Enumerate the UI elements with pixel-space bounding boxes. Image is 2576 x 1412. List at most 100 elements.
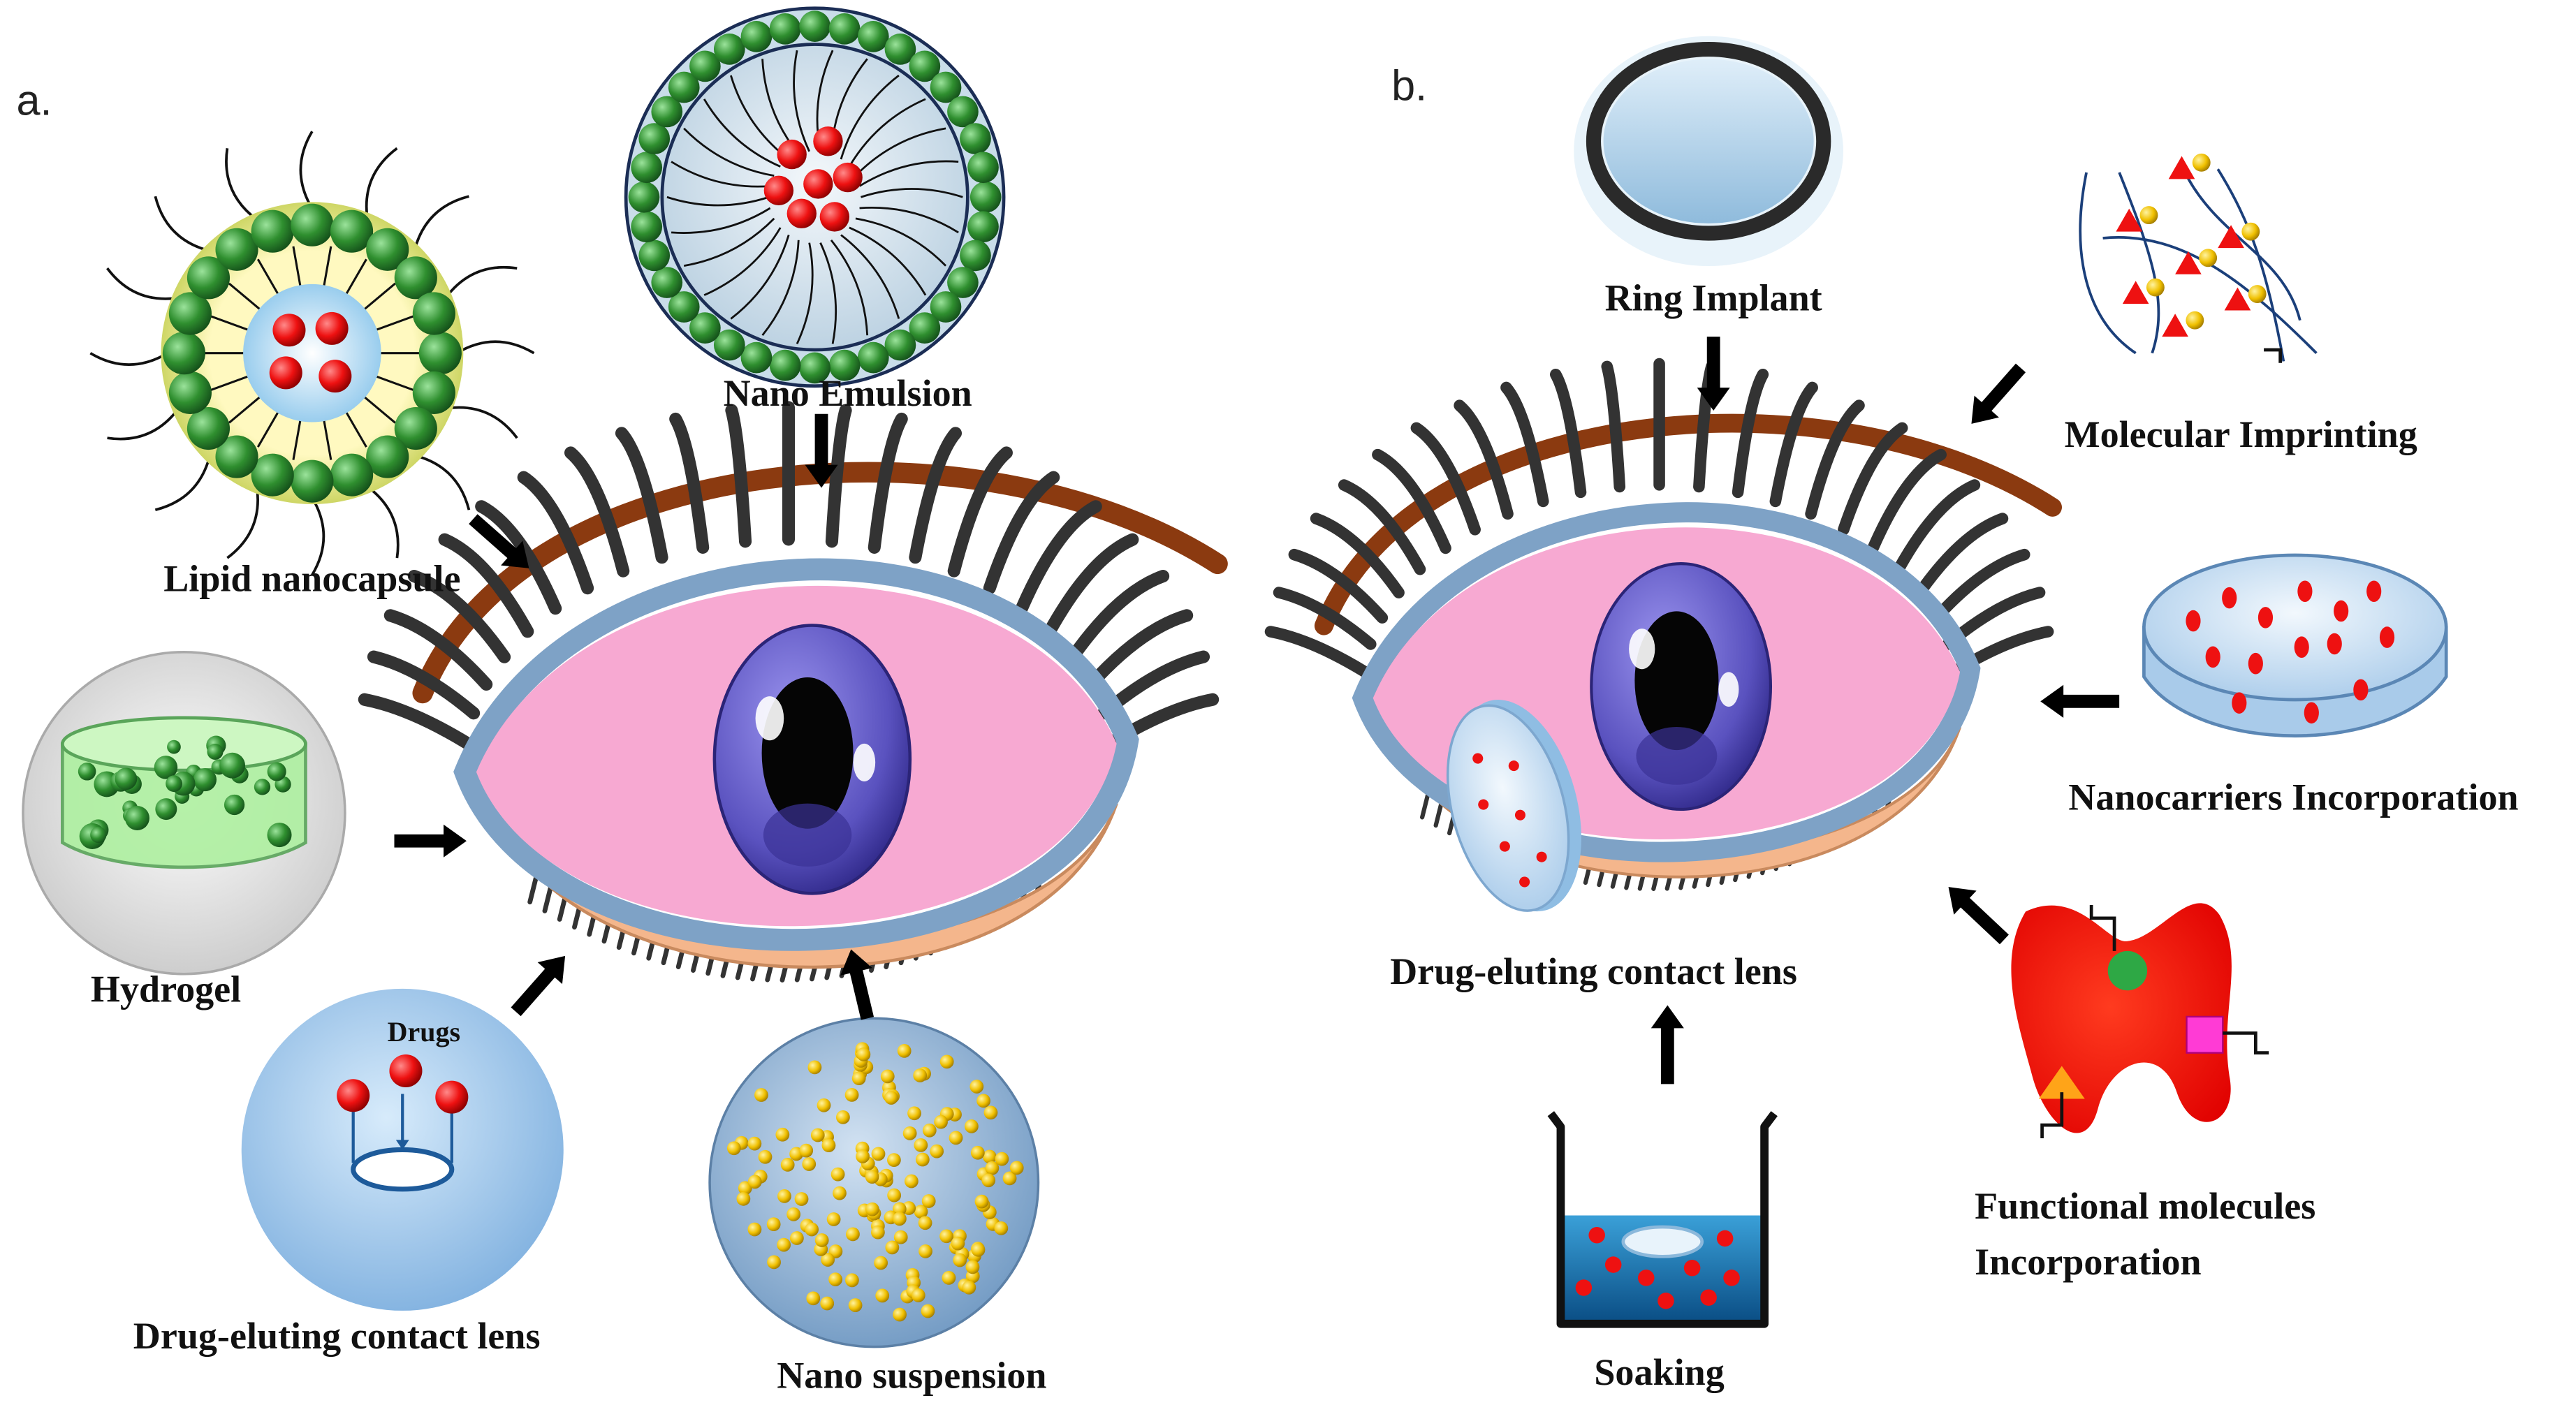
lipid-tail (366, 485, 400, 559)
emulsion-bead (799, 352, 830, 384)
highlight-1 (755, 696, 784, 741)
emulsion-tail (848, 98, 926, 168)
suspension-particle (951, 1236, 965, 1251)
drug-particle (1716, 1230, 1734, 1247)
emulsion-bead (651, 96, 683, 128)
lash (1066, 570, 1170, 663)
ring-band (1586, 41, 1831, 241)
lash (1043, 533, 1139, 638)
emulsion-bead (828, 13, 861, 45)
suspension-particle (893, 1307, 907, 1322)
emulsion-bead (828, 349, 861, 381)
lipid-beads (162, 203, 462, 503)
suspension-particle (887, 1188, 902, 1203)
drug-particle (1514, 809, 1525, 821)
panel-b (1264, 36, 2448, 1328)
emulsion-tail (859, 207, 959, 234)
emulsion-bead (884, 329, 916, 361)
lash (1892, 479, 1981, 575)
lash (367, 650, 481, 720)
suspension-particle (953, 1253, 967, 1267)
suspension-particle (911, 1288, 925, 1302)
lash (725, 404, 752, 548)
lipid-bead (168, 371, 212, 414)
ring-implant (1574, 36, 1843, 267)
suspension-particle (817, 1098, 831, 1112)
suspension-particle (875, 1288, 890, 1303)
nano-suspension-label: Nano suspension (777, 1354, 1046, 1396)
lipid-bead (162, 332, 206, 375)
suspension-particle (806, 1291, 821, 1306)
emulsion-tail (730, 235, 790, 320)
suspension-particle (871, 1147, 886, 1161)
nanocarriers-label: Nanocarriers Incorporation (2068, 777, 2518, 818)
functional-triangle (2038, 1066, 2085, 1099)
emulsion-bead (947, 267, 979, 298)
monomer-dot (2186, 311, 2204, 330)
lash (1288, 548, 1389, 624)
emulsion-bead (631, 211, 663, 243)
suspension-particle (856, 1047, 871, 1061)
lipid-inner-tail (361, 282, 396, 312)
suspension-particle (971, 1242, 986, 1257)
arrow-imprinting (1971, 363, 2026, 424)
suspension-particle (907, 1106, 921, 1121)
arrow-lens-a (511, 955, 566, 1017)
hydrogel (22, 650, 346, 976)
suspension-particle (962, 1280, 976, 1295)
functional-circle (2107, 950, 2148, 991)
drugs-label: Drugs (388, 1016, 460, 1047)
drug-particle (777, 139, 807, 170)
lens-ellipse (351, 1147, 455, 1192)
nanocarrier (2366, 580, 2382, 603)
lipid-bead (366, 435, 409, 478)
suspension-particle (777, 1237, 791, 1252)
emulsion-bead (909, 50, 941, 82)
monomer-dot (2146, 278, 2165, 297)
monomer-dot (2139, 206, 2158, 225)
polymer-chain (2102, 236, 2318, 355)
hydrogel-bead (267, 823, 292, 848)
lipid-tail (455, 340, 535, 355)
lipid-tail (106, 267, 179, 300)
suspension-particle (830, 1167, 845, 1182)
suspension-particle (786, 1207, 801, 1221)
emulsion-bead (967, 152, 999, 184)
lower-lash (1420, 792, 1430, 820)
drug-particle (1536, 851, 1547, 862)
suspension-particle (833, 1186, 847, 1200)
polymer-chains (2079, 168, 2318, 362)
lipid-tail (226, 486, 259, 559)
lipid-tail (154, 455, 212, 512)
lipid-bead (394, 256, 437, 300)
drug-particle (1519, 876, 1530, 888)
suspension-particle (981, 1173, 996, 1188)
nanocarriers-incorporation (2142, 553, 2448, 738)
hydrogel-bead (167, 740, 181, 754)
suspension-particle (915, 1152, 930, 1167)
panel-b-letter: b. (1391, 61, 1427, 109)
release-lines (351, 1094, 453, 1163)
functional-molecules (2011, 903, 2269, 1138)
labels: a. b. Nano Emulsion Lipid nanocapsule Hy… (17, 61, 2519, 1396)
lipid-inner-tail (373, 374, 415, 392)
lash (1769, 381, 1818, 508)
lipid-tail (414, 454, 471, 510)
soaking-beaker (1547, 1111, 1778, 1328)
molecular-imprinting-label: Molecular Imprinting (2065, 413, 2417, 455)
lipid-tail (225, 148, 258, 221)
suspension-particle (939, 1229, 953, 1244)
suspension-particle (918, 1216, 932, 1230)
lash (517, 471, 594, 595)
lash (1372, 448, 1451, 554)
soaking-lens (1621, 1225, 1704, 1258)
suspension-particle (848, 1298, 863, 1312)
hydrogel-bead (124, 805, 149, 830)
panel-a-letter: a. (17, 77, 52, 124)
nanocarrier (2379, 626, 2395, 648)
beaker-glass (1547, 1111, 1778, 1328)
lipid-inner-tail (344, 409, 367, 448)
lash (1549, 368, 1587, 499)
suspension-particle (747, 1175, 762, 1189)
lipid-tail (444, 265, 518, 299)
